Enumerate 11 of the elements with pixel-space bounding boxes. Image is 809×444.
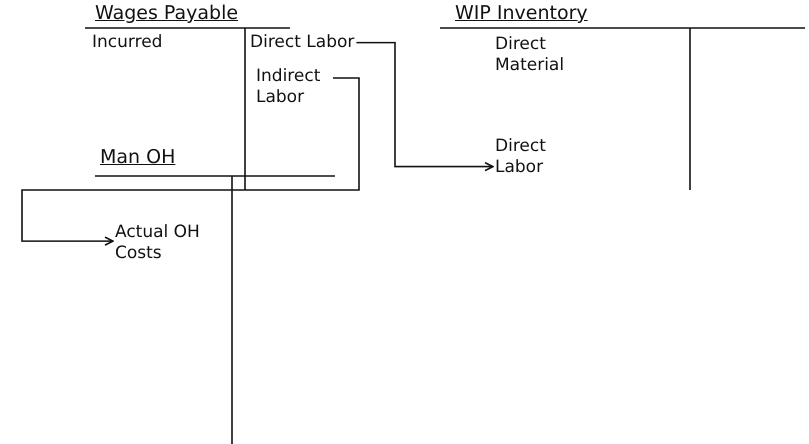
entry-text: Direct Material	[495, 34, 585, 76]
entry-text: Actual OH Costs	[115, 222, 205, 264]
entry-text: Indirect Labor	[256, 66, 331, 108]
account-title: Man OH	[100, 146, 176, 170]
arrow	[21, 77, 360, 246]
account-title: WIP Inventory	[455, 2, 588, 26]
entry-text: Direct Labor	[495, 136, 565, 178]
entry-text: Direct Labor	[250, 32, 354, 54]
arrow	[356, 42, 494, 172]
entry-text: Incurred	[92, 32, 162, 54]
account-title: Wages Payable	[95, 2, 238, 26]
